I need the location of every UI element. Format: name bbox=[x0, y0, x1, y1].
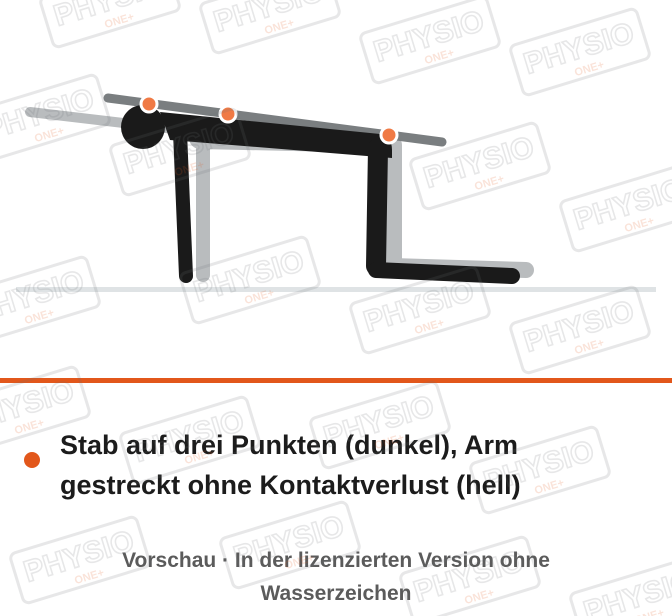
exercise-caption: Stab auf drei Punkten (dunkel), Arm gest… bbox=[60, 430, 521, 500]
watermark-sub: ONE+ bbox=[633, 607, 665, 616]
contact-point-upper-back bbox=[218, 104, 238, 124]
contact-point-sacrum bbox=[379, 125, 399, 145]
watermark-sub: ONE+ bbox=[13, 417, 45, 437]
contact-points bbox=[139, 94, 399, 145]
floor-line bbox=[16, 287, 656, 292]
accent-divider bbox=[0, 378, 672, 383]
contact-point-head bbox=[139, 94, 159, 114]
bullet-dot-icon bbox=[24, 452, 40, 468]
dark-figure bbox=[121, 105, 520, 284]
exercise-illustration bbox=[16, 93, 656, 292]
preview-watermark-note: Vorschau · In der lizenzierten Version o… bbox=[122, 549, 550, 605]
